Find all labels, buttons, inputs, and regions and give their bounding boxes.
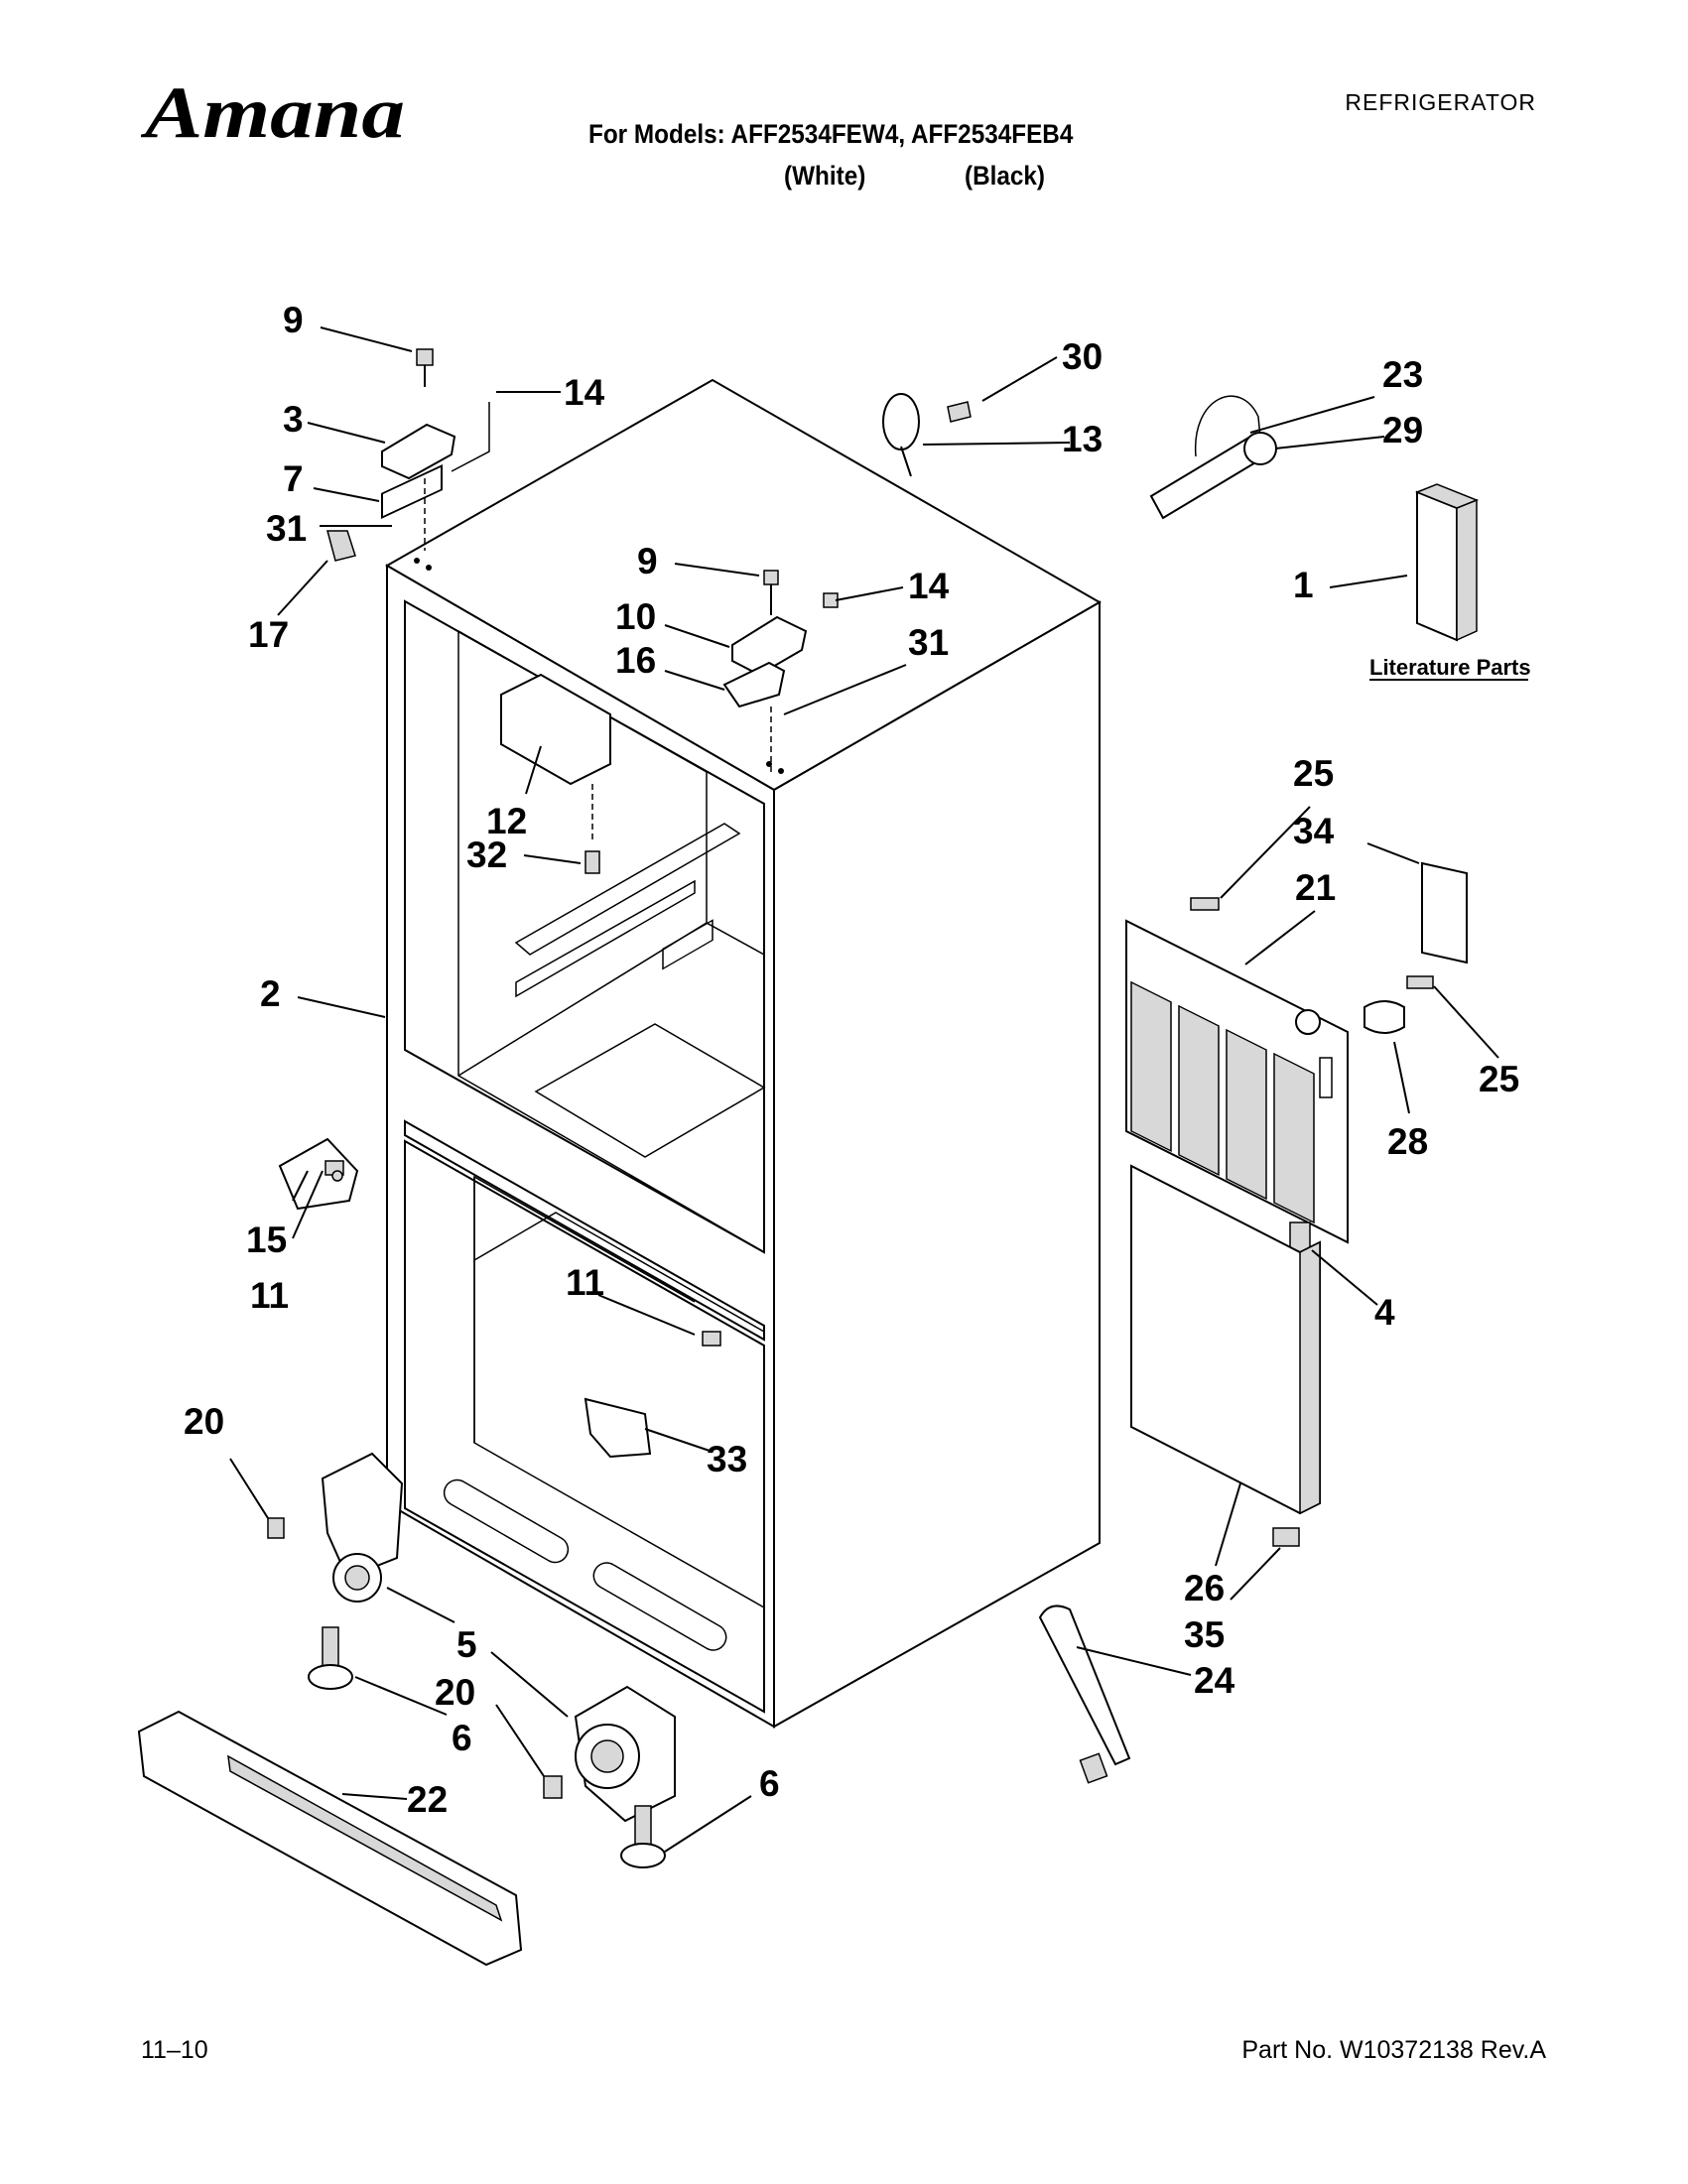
cabinet-illustration [384,378,1103,1729]
models-line: For Models: AFF2534FEW4, AFF2534FEB4 [588,119,1074,149]
left-roller [267,1452,404,1603]
light-housing [500,673,611,874]
footer-part-number: Part No. W10372138 Rev.A [1241,2036,1546,2064]
callout-34: 34 [1293,811,1335,851]
callout-33: 33 [707,1439,747,1479]
callout-26: 26 [1184,1568,1225,1608]
tube-assembly [1149,395,1277,520]
callout-16: 16 [615,640,656,681]
callout-13: 13 [1062,419,1103,459]
callout-10: 10 [615,596,656,637]
callout-4: 4 [1374,1292,1395,1333]
brand-logo: Amana [141,72,405,151]
callout-6-left: 6 [452,1718,472,1758]
model-color-white: (White) [784,161,866,191]
brand-wordmark: Amana [141,72,405,151]
callout-7: 7 [283,458,304,499]
callout-32: 32 [466,835,507,875]
callout-15: 15 [246,1220,287,1260]
clip-and-bracket [1190,861,1468,1547]
callout-11-center: 11 [566,1262,604,1303]
callout-23: 23 [1382,354,1423,395]
left-bottom-hinge [278,1137,359,1211]
model-color-black: (Black) [965,161,1046,191]
callout-17: 17 [248,614,289,655]
left-leveling-leg [308,1626,353,1690]
callout-31-top-left: 31 [266,508,307,549]
thermistor-bracket [882,393,972,477]
callout-5: 5 [456,1624,477,1665]
freezer-bracket [584,1331,721,1459]
right-leveling-leg [620,1805,666,1868]
top-center-hinge [722,570,839,774]
callouts: 9 14 3 7 31 17 30 13 23 29 1 Literature … [184,300,1531,1820]
exploded-parts-diagram: 9 14 3 7 31 17 30 13 23 29 1 Literature … [137,300,1531,1967]
kickplate-panel [1130,1164,1321,1515]
callout-9-center: 9 [637,541,658,581]
top-left-hinge [326,348,490,562]
callout-20-upper: 20 [184,1401,224,1442]
callout-24: 24 [1194,1660,1235,1701]
callout-30: 30 [1062,336,1103,377]
callout-1: 1 [1293,565,1314,605]
wrench-tool [1038,1605,1131,1784]
callout-22: 22 [407,1779,448,1820]
air-vent [662,919,714,970]
callout-35: 35 [1184,1614,1225,1655]
right-roller [543,1685,676,1823]
callout-9-top-left: 9 [283,300,304,340]
callout-14-top-left: 14 [564,372,605,413]
callout-2: 2 [260,973,281,1014]
literature-parts-label: Literature Parts [1369,655,1531,680]
callout-11-left: 11 [250,1275,289,1316]
literature-booklet [1414,483,1480,642]
callout-25-upper: 25 [1293,753,1334,794]
grill-panel [1125,919,1349,1244]
callout-3: 3 [283,399,304,440]
callout-31-center: 31 [908,622,949,663]
leader-lines [229,326,1499,1853]
callout-21: 21 [1295,867,1336,908]
callout-28: 28 [1387,1121,1428,1162]
footer-date: 11–10 [141,2036,208,2064]
callout-6-right: 6 [759,1763,780,1804]
bottom-grille [137,1710,523,1967]
callout-25-lower: 25 [1479,1059,1519,1099]
callout-29: 29 [1382,410,1423,450]
document-category: REFRIGERATOR [1345,89,1536,115]
callout-12: 12 [486,801,527,841]
callout-20-lower: 20 [435,1672,475,1713]
callout-14-center: 14 [908,566,950,606]
